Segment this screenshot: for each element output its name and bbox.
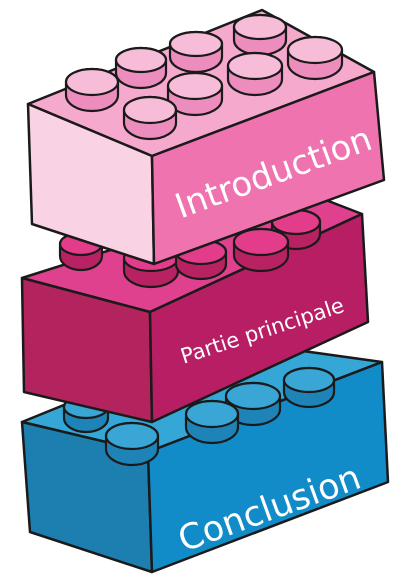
brick-introduction-studs	[64, 13, 344, 141]
brick-introduction: Introduction	[26, 8, 386, 266]
brick-introduction-front-face	[150, 70, 386, 266]
